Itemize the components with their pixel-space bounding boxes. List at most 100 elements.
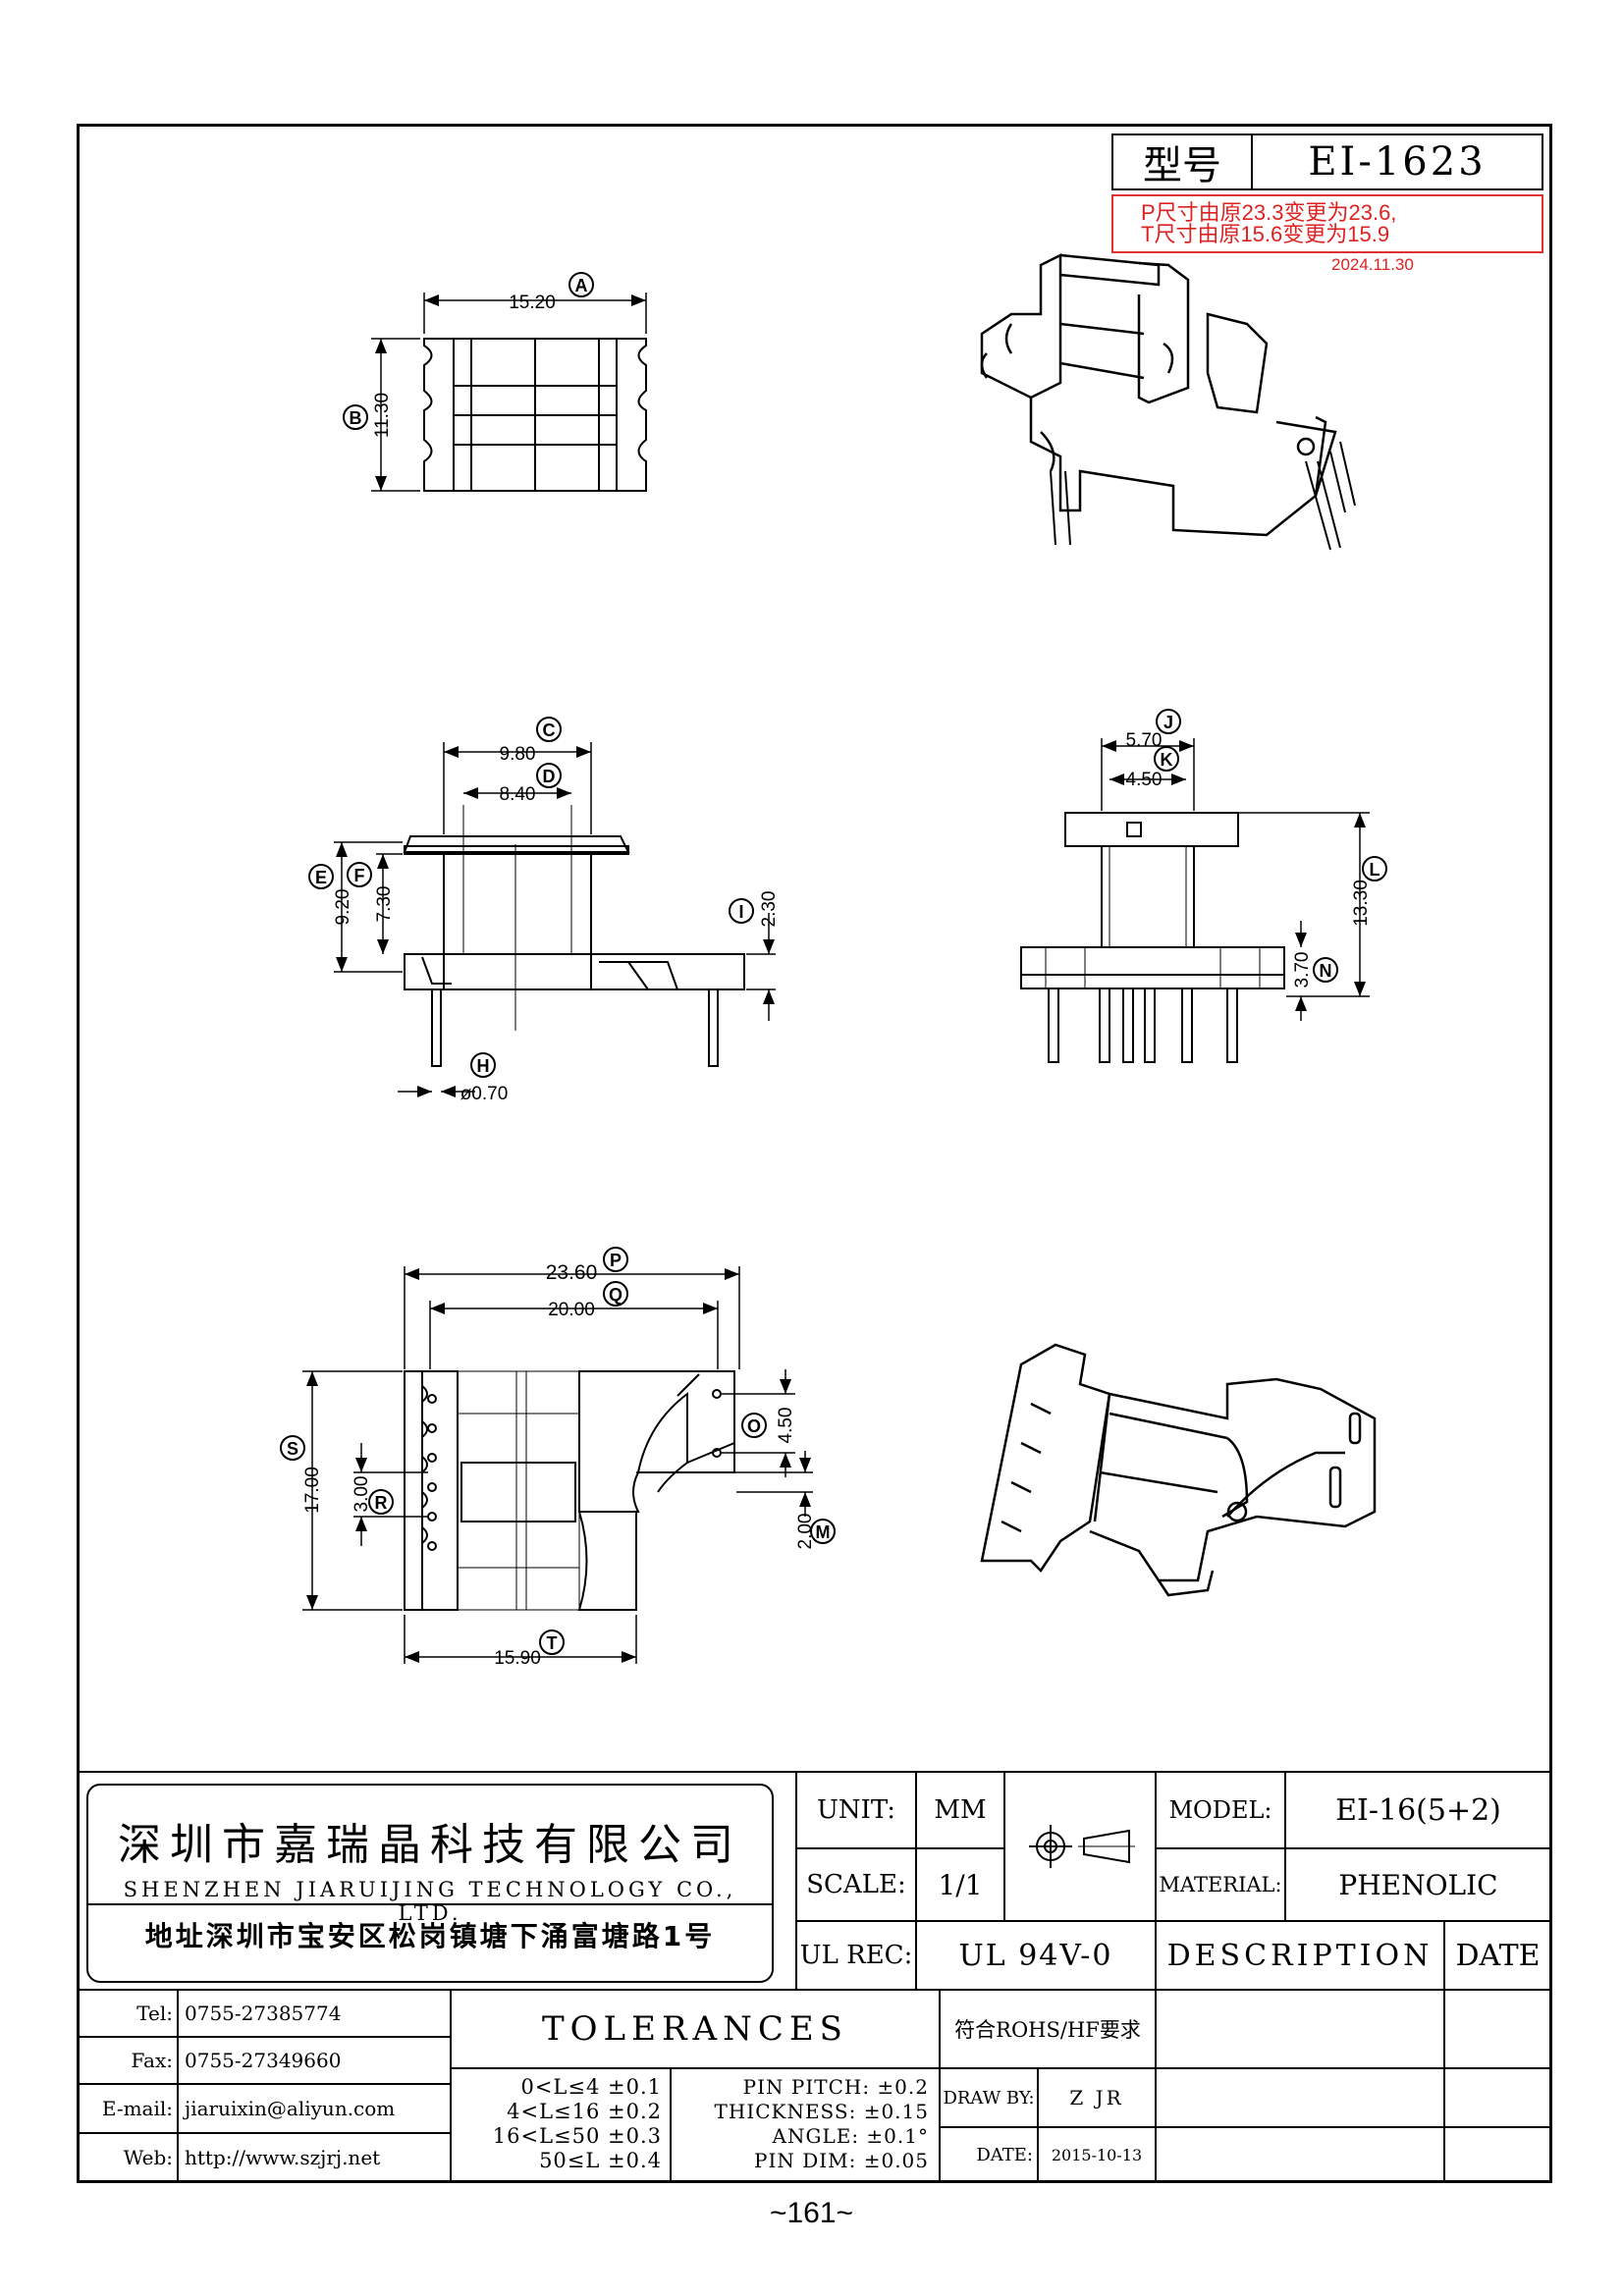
svg-text:2.30: 2.30 (759, 891, 780, 928)
page-number: ~161~ (769, 2197, 854, 2229)
pin-dim-tol: PIN DIM: ±0.05 (753, 2149, 929, 2172)
svg-text:P: P (610, 1251, 622, 1270)
tel-label: Tel: (77, 1989, 179, 2038)
revision-date-cell (1443, 1989, 1552, 2069)
svg-text:C: C (543, 721, 556, 740)
angle-tol: ANGLE: ±0.1° (772, 2124, 929, 2148)
front-view (334, 742, 776, 1097)
isometric-view-bottom (980, 1343, 1377, 1597)
svg-text:ø0.70: ø0.70 (460, 1084, 509, 1104)
company-divider (88, 1903, 772, 1905)
svg-text:D: D (543, 767, 556, 786)
model-number: EI-1623 (1308, 139, 1487, 185)
svg-text:13.30: 13.30 (1351, 880, 1372, 927)
dim-J: J 5.70 (1126, 709, 1181, 751)
dim-N: N 3.70 (1292, 952, 1338, 988)
svg-text:7.30: 7.30 (374, 886, 395, 923)
model-spec-value: EI-16(5+2) (1284, 1771, 1552, 1849)
rohs-note: 符合ROHS/HF要求 (939, 1989, 1157, 2069)
dim-D: D 8.40 (500, 763, 562, 805)
svg-text:3.00: 3.00 (352, 1476, 372, 1513)
revision-desc-cell (1155, 1989, 1445, 2069)
model-title-box: 型号 EI-1623 (1111, 133, 1543, 190)
revision-date: 2024.11.30 (1331, 255, 1414, 274)
dim-A: A 15.20 (509, 272, 594, 313)
draw-by-value: Z JR (1037, 2067, 1157, 2128)
revision-note: P尺寸由原23.3变更为23.6, T尺寸由原15.6变更为15.9 (1111, 194, 1543, 253)
svg-text:23.60: 23.60 (546, 1261, 598, 1284)
svg-text:L: L (1370, 860, 1380, 880)
svg-text:B: B (350, 408, 362, 428)
tel-value: 0755-27385774 (177, 1989, 452, 2038)
dim-S: S 17.00 (280, 1435, 323, 1514)
revision-date-cell (1443, 2126, 1552, 2183)
svg-text:3.70: 3.70 (1292, 952, 1313, 988)
ul-value: UL 94V-0 (915, 1920, 1157, 1991)
material-value: PHENOLIC (1284, 1847, 1552, 1922)
unit-label: UNIT: (795, 1771, 917, 1849)
revision-desc-cell (1155, 2067, 1445, 2128)
svg-text:S: S (287, 1439, 298, 1459)
company-box: 深圳市嘉瑞晶科技有限公司 SHENZHEN JIARUIJING TECHNOL… (86, 1784, 774, 1983)
svg-text:4.50: 4.50 (776, 1408, 796, 1444)
tolerances-title: TOLERANCES (450, 1989, 941, 2069)
tolerance-other: PIN PITCH: ±0.2 THICKNESS: ±0.15 ANGLE: … (670, 2067, 941, 2183)
side-view (1020, 738, 1370, 1063)
revision-line-2: T尺寸由原15.6变更为15.9 (1141, 222, 1390, 246)
dim-C: C 9.80 (500, 717, 562, 765)
dim-H: H ø0.70 (460, 1052, 509, 1104)
tolerance-range-4: 50≤L ±0.4 (539, 2149, 662, 2172)
scale-value: 1/1 (915, 1847, 1005, 1922)
tolerance-range-3: 16<L≤50 ±0.3 (492, 2124, 662, 2148)
svg-text:K: K (1161, 750, 1173, 770)
svg-text:I: I (738, 902, 743, 922)
svg-text:15.20: 15.20 (509, 293, 556, 313)
ul-label: UL REC: (795, 1920, 917, 1991)
pin-pitch-tol: PIN PITCH: ±0.2 (742, 2075, 929, 2099)
tolerance-range-2: 4<L≤16 ±0.2 (507, 2100, 662, 2123)
svg-text:H: H (477, 1056, 490, 1076)
svg-text:9.80: 9.80 (500, 744, 536, 765)
dim-F: F 7.30 (347, 862, 395, 923)
svg-text:2.00: 2.00 (795, 1514, 816, 1550)
thickness-tol: THICKNESS: ±0.15 (714, 2100, 929, 2123)
svg-text:4.50: 4.50 (1126, 770, 1163, 790)
dim-R: R 3.00 (352, 1476, 394, 1515)
svg-text:11.30: 11.30 (372, 393, 393, 438)
web-value: http://www.szjrj.net (177, 2132, 452, 2183)
web-label: Web: (77, 2132, 179, 2183)
dim-L: L 13.30 (1351, 856, 1387, 927)
svg-text:T: T (547, 1633, 558, 1653)
svg-text:F: F (354, 866, 365, 885)
revision-date-cell (1443, 2067, 1552, 2128)
fax-label: Fax: (77, 2036, 179, 2085)
svg-text:O: O (747, 1416, 761, 1436)
draw-date-value: 2015-10-13 (1037, 2126, 1157, 2183)
svg-text:R: R (375, 1493, 388, 1513)
dim-Q: Q 20.00 (548, 1281, 628, 1320)
svg-text:Q: Q (609, 1285, 622, 1305)
svg-text:15.90: 15.90 (494, 1648, 541, 1669)
projection-symbol-icon (1029, 1825, 1135, 1868)
bottom-view (302, 1266, 813, 1664)
isometric-view-top (980, 252, 1356, 551)
svg-text:9.20: 9.20 (333, 889, 353, 926)
svg-text:J: J (1163, 713, 1173, 732)
date-header: DATE (1443, 1920, 1552, 1991)
email-label: E-mail: (77, 2083, 179, 2134)
dim-K: K 4.50 (1126, 746, 1179, 790)
technical-drawing: A 15.20 B 11.30 C 9.80 D 8.40 E 9.20 F 7… (280, 252, 1387, 1669)
company-name-cn: 深圳市嘉瑞晶科技有限公司 (118, 1820, 742, 1870)
dim-E: E 9.20 (308, 864, 353, 926)
unit-value: MM (915, 1771, 1005, 1849)
tolerance-range-1: 0<L≤4 ±0.1 (520, 2075, 662, 2099)
draw-by-label: DRAW BY: (939, 2067, 1039, 2128)
revision-desc-cell (1155, 2126, 1445, 2183)
top-view (371, 293, 647, 492)
model-label: 型号 (1113, 135, 1253, 188)
dim-M: M 2.00 (795, 1514, 836, 1550)
svg-text:E: E (315, 868, 327, 887)
dim-I: I 2.30 (729, 891, 780, 928)
draw-date-label: DATE: (939, 2126, 1039, 2183)
projection-symbol-cell (1003, 1771, 1157, 1922)
